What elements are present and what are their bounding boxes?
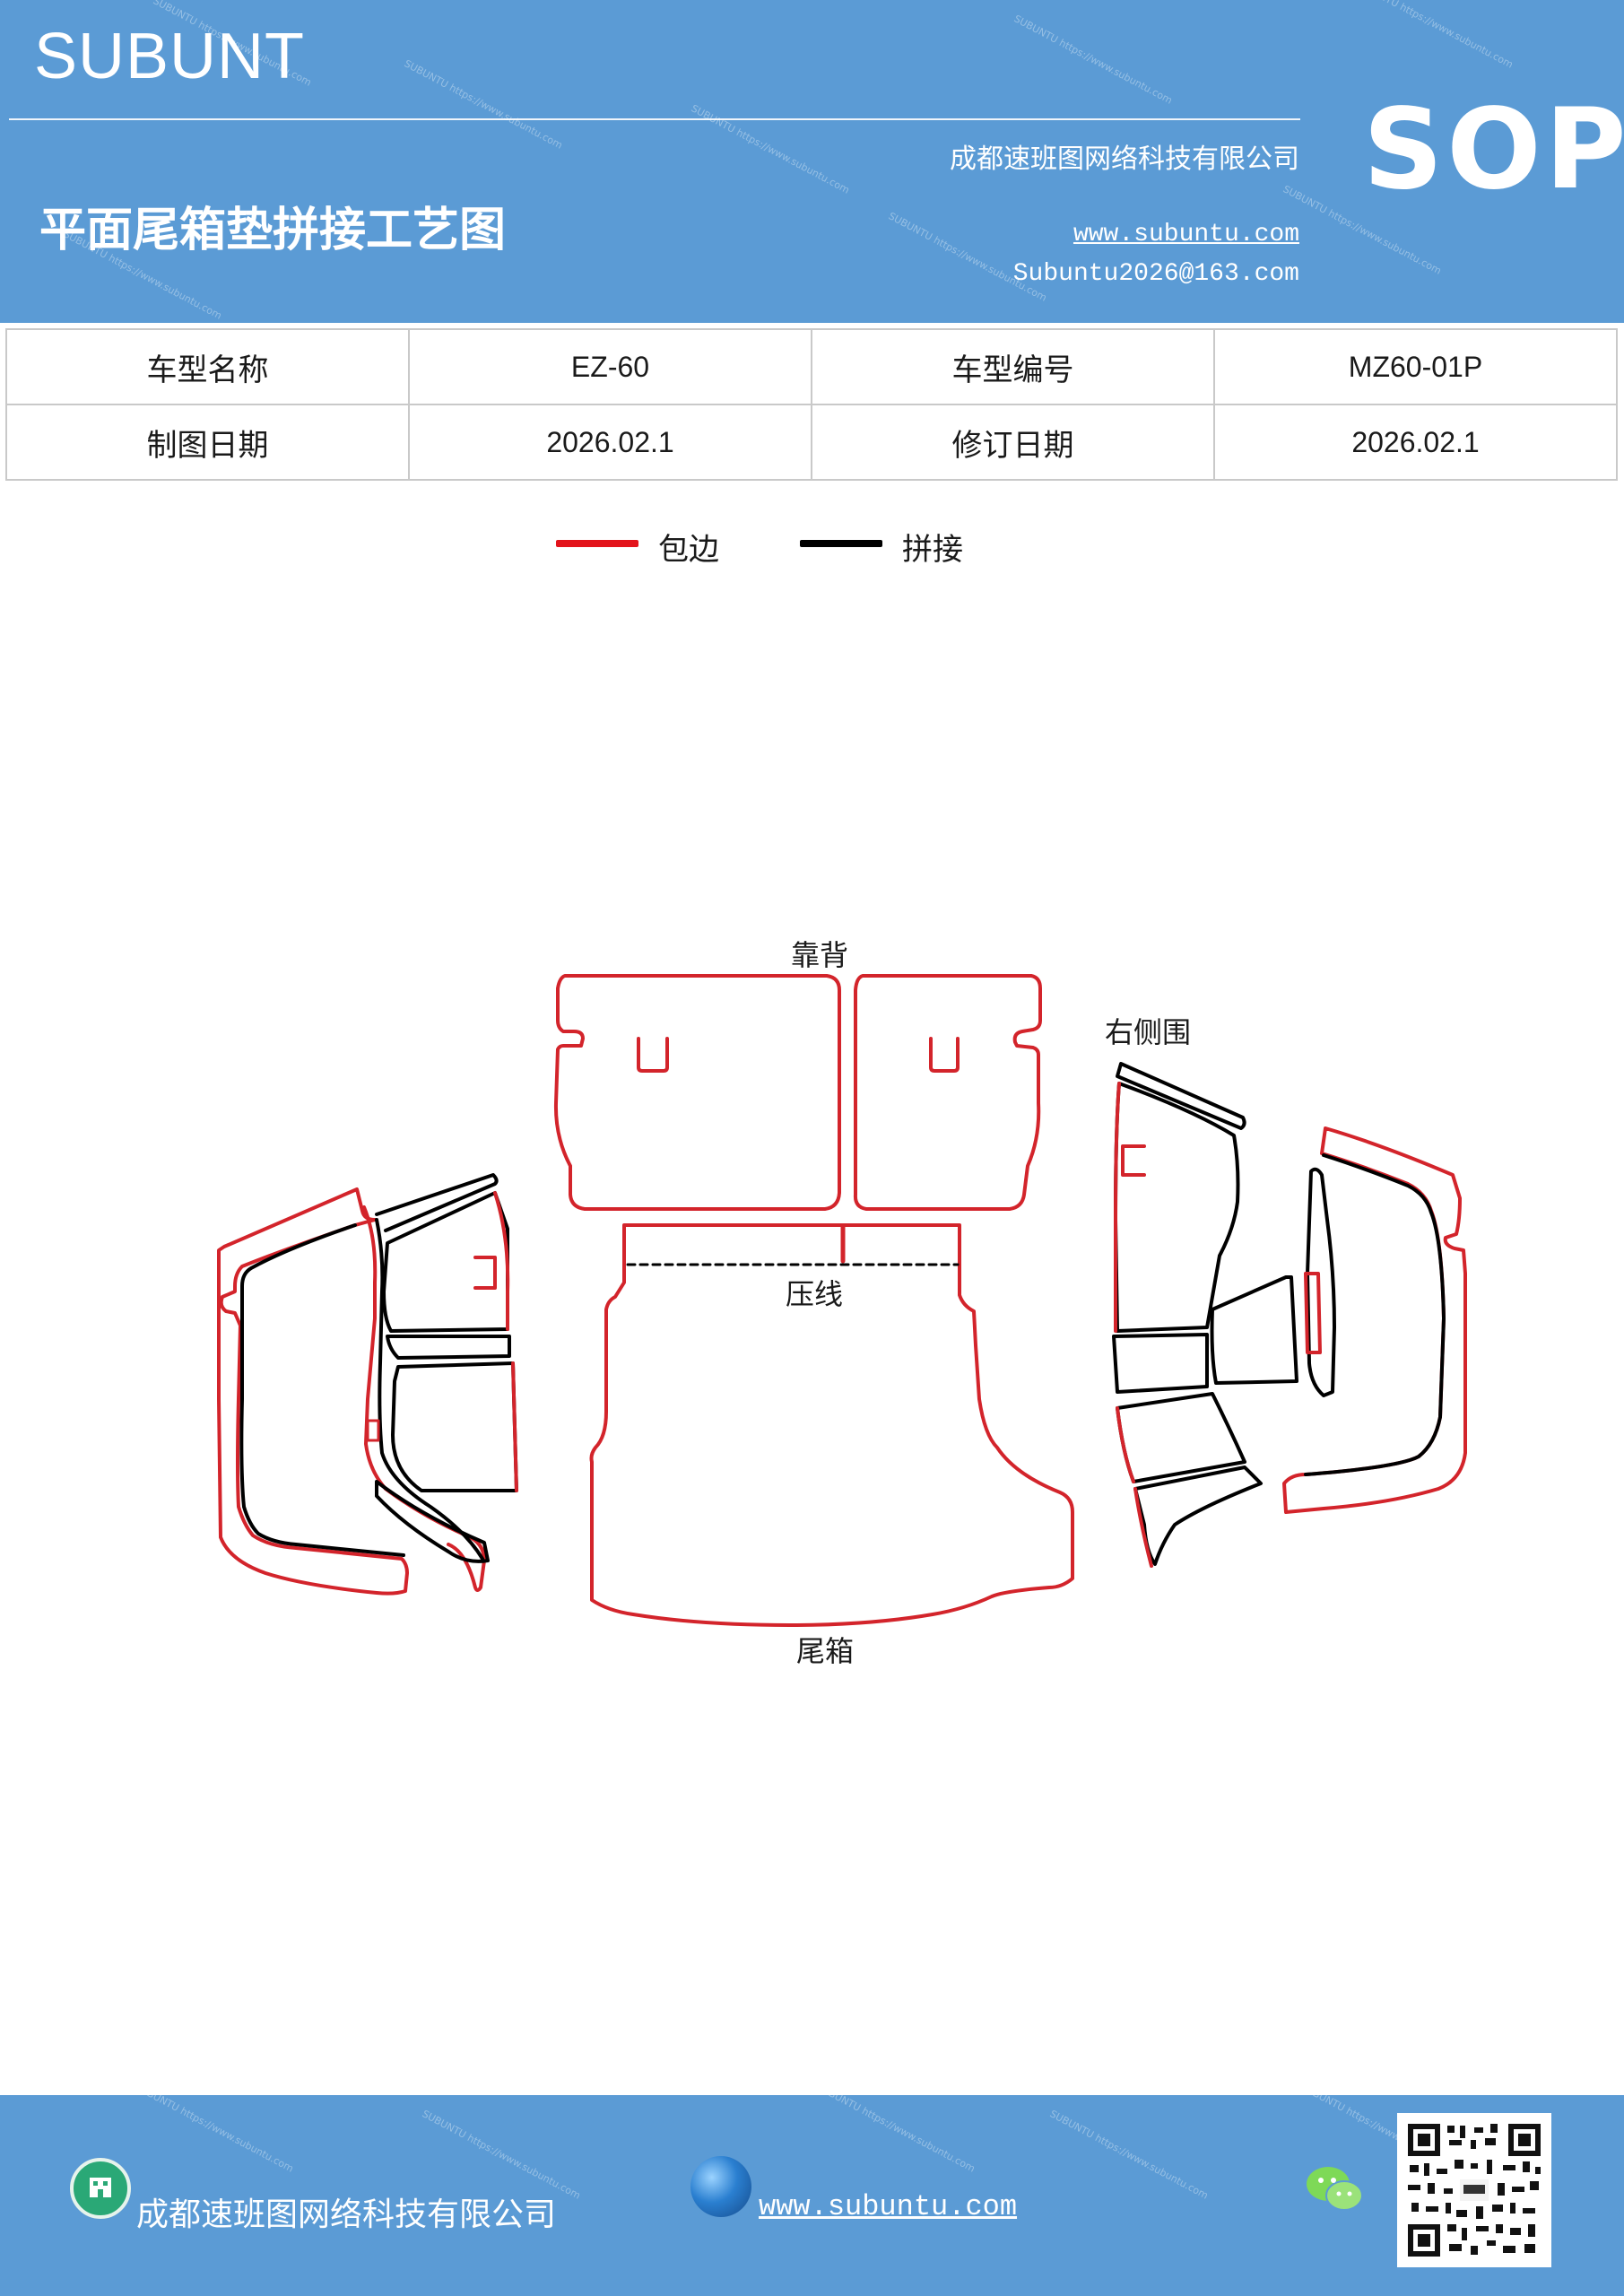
right-side-main-panel-red xyxy=(1114,1082,1121,1333)
draw-date-label: 制图日期 xyxy=(5,404,410,481)
left-side-top-strip xyxy=(375,1173,499,1232)
model-code-label: 车型编号 xyxy=(811,328,1215,405)
backrest-label: 靠背 xyxy=(791,938,849,972)
header-divider xyxy=(9,118,1300,120)
backrest-left-slot xyxy=(637,1037,669,1073)
pattern-drawing xyxy=(217,974,1467,1627)
right-side-panel-b xyxy=(1112,1333,1209,1394)
globe-icon xyxy=(690,2156,751,2217)
watermark-text: SUBUNTU https://www.subuntu.com xyxy=(689,102,852,196)
model-name-label: 车型名称 xyxy=(5,328,410,405)
page-header: SUBUNTU https://www.subuntu.com SUBUNTU … xyxy=(0,0,1624,323)
backrest-right-slot xyxy=(929,1037,960,1073)
left-side-panel-b xyxy=(386,1335,511,1360)
right-side-inner-slot xyxy=(1304,1272,1322,1354)
left-side-bottom-strip xyxy=(375,1480,490,1563)
backrest-right-panel xyxy=(853,974,1042,1211)
right-side-panel-c xyxy=(1210,1275,1298,1385)
right-side-slot xyxy=(1121,1144,1146,1177)
pattern-diagram: 靠背 右侧围 压线 尾箱 xyxy=(0,897,1624,1704)
page-title: 平面尾箱垫拼接工艺图 xyxy=(39,204,507,257)
left-side-main-panel xyxy=(239,1223,405,1557)
watermark-text: SUBUNTU https://www.subuntu.com xyxy=(886,210,1049,304)
trunk-floor-panel xyxy=(589,1223,1074,1627)
right-side-panel-d xyxy=(1116,1392,1246,1483)
right-side-outer-inner-edge xyxy=(1304,1153,1446,1476)
draw-date-value: 2026.02.1 xyxy=(408,404,812,481)
legend-label-edge: 包边 xyxy=(658,532,719,568)
watermark-text: SUBUNTU https://www.subuntu.com xyxy=(1047,2108,1211,2202)
table-row: 车型名称 EZ-60 车型编号 MZ60-01P xyxy=(5,328,1618,405)
watermark-text: SUBUNTU https://www.subuntu.com xyxy=(814,2095,977,2175)
info-table: 车型名称 EZ-60 车型编号 MZ60-01P 制图日期 2026.02.1 … xyxy=(5,328,1618,481)
revise-date-label: 修订日期 xyxy=(811,404,1215,481)
left-side-panel-a xyxy=(382,1191,509,1333)
wechat-icon[interactable] xyxy=(1304,2161,1367,2215)
qr-code[interactable] xyxy=(1397,2113,1551,2267)
watermark-text: SUBUNTU https://www.subuntu.com xyxy=(133,2095,296,2175)
backrest-left-panel xyxy=(553,974,841,1211)
left-side-small-slot xyxy=(366,1419,380,1442)
website-link[interactable]: www.subuntu.com xyxy=(1073,221,1299,248)
page-footer: SUBUNTU https://www.subuntu.com SUBUNTU … xyxy=(0,2095,1624,2296)
left-side-slot xyxy=(473,1256,497,1290)
footer-company-name: 成都速班图网络科技有限公司 xyxy=(136,2196,557,2233)
left-side-panel-a-red xyxy=(493,1191,510,1331)
watermark-text: SUBUNTU https://www.subuntu.com xyxy=(1012,13,1175,107)
table-row: 制图日期 2026.02.1 修订日期 2026.02.1 xyxy=(5,404,1618,481)
right-side-bottom-strip-red xyxy=(1133,1487,1153,1568)
footer-website-link[interactable]: www.subuntu.com xyxy=(759,2190,1018,2223)
right-side-bottom-strip xyxy=(1133,1465,1263,1566)
watermark-text: SUBUNTU https://www.subuntu.com xyxy=(402,57,565,152)
model-code-value: MZ60-01P xyxy=(1213,328,1618,405)
right-side-vertical-strip xyxy=(1306,1167,1336,1397)
email-address[interactable]: Subuntu2026@163.com xyxy=(1012,260,1299,288)
legend-swatch-seam xyxy=(800,540,882,547)
legend-swatch-edge xyxy=(556,540,638,547)
brand-name: SUBUNT xyxy=(34,21,306,92)
company-name: 成都速班图网络科技有限公司 xyxy=(950,144,1299,175)
building-icon xyxy=(70,2158,131,2219)
revise-date-value: 2026.02.1 xyxy=(1213,404,1618,481)
model-name-value: EZ-60 xyxy=(408,328,812,405)
left-side-panel-c xyxy=(391,1361,518,1492)
left-side-strip-inner xyxy=(375,1218,484,1561)
right-side-top-strip xyxy=(1116,1062,1246,1130)
legend: 包边 拼接 xyxy=(0,525,1624,570)
sop-badge: SOP xyxy=(1363,85,1624,214)
press-line-label: 压线 xyxy=(786,1277,844,1311)
trunk-label: 尾箱 xyxy=(796,1634,855,1668)
watermark-text: SUBUNTU https://www.subuntu.com xyxy=(1352,0,1515,71)
legend-label-seam: 拼接 xyxy=(902,532,963,568)
right-side-label: 右侧围 xyxy=(1105,1015,1192,1049)
left-side-panel-c-red xyxy=(511,1361,518,1492)
left-side-outer-panel xyxy=(217,1187,409,1596)
right-side-panel-d-red xyxy=(1116,1406,1135,1483)
